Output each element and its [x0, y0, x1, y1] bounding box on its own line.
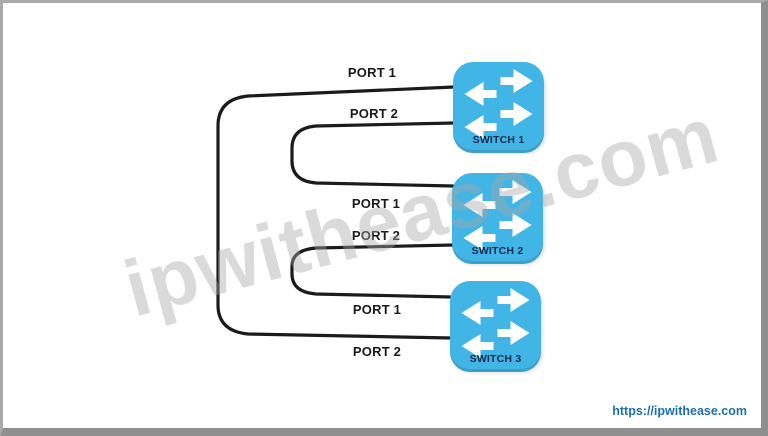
switch-2-icon: SWITCH 2 — [452, 173, 543, 261]
switch2-port1-label: PORT 1 — [351, 196, 401, 211]
switch-arrows-icon — [461, 288, 530, 358]
switch1-port1-label: PORT 1 — [347, 65, 397, 80]
switch-3-icon: SWITCH 3 — [450, 281, 541, 369]
switch-3-label: SWITCH 3 — [469, 353, 522, 365]
link-switch1-port1-to-switch3-port2 — [216, 85, 456, 340]
switch3-port1-label: PORT 1 — [352, 302, 402, 317]
switch-arrows-icon — [463, 180, 532, 250]
switch-2-label: SWITCH 2 — [471, 245, 524, 257]
switch-1-icon: SWITCH 1 — [453, 62, 544, 150]
link-switch2-port2-to-switch3-port1 — [290, 243, 455, 299]
link-switch1-port2-to-switch2-port1 — [290, 121, 456, 188]
switch2-port2-label: PORT 2 — [351, 228, 401, 243]
switch-arrows-icon — [464, 69, 533, 139]
footer-url-link[interactable]: https://ipwithease.com — [612, 404, 747, 418]
switch-1-label: SWITCH 1 — [472, 134, 525, 146]
switch3-port2-label: PORT 2 — [352, 344, 402, 359]
switch1-port2-label: PORT 2 — [349, 106, 399, 121]
